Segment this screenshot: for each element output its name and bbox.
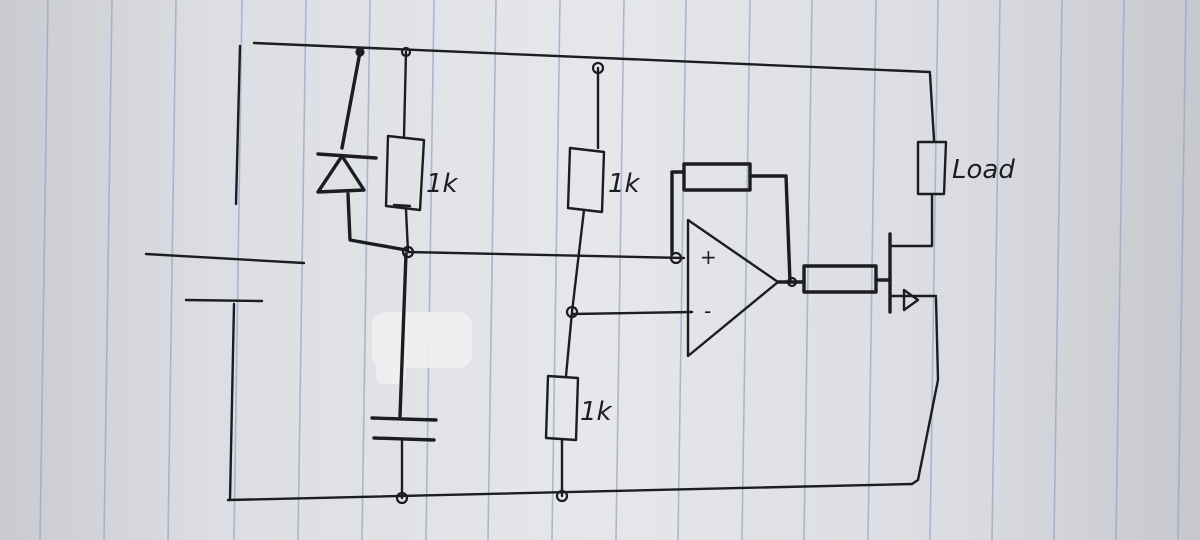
divider-mid-wire: [564, 208, 586, 378]
notebook-rules: [39, 0, 1187, 540]
junction-top-divider: [591, 61, 605, 75]
diode-branch: [316, 50, 408, 252]
junction-top-left: [355, 47, 365, 57]
r1-marking: [392, 203, 412, 208]
r3-resistor: [544, 374, 580, 442]
junction-bottom-divider: [555, 489, 569, 503]
load-block: [916, 140, 948, 196]
opamp-symbol: [686, 218, 780, 358]
load-top-wire: [928, 72, 936, 142]
opamp-plus-label: +: [700, 245, 717, 269]
top-rail-wire: [252, 41, 932, 74]
inverting-input-wire: [570, 310, 694, 316]
whiteout-smudge: [372, 312, 472, 384]
r3-label: 1k: [580, 397, 613, 427]
left-vertical-wire: [228, 44, 242, 502]
junction-divider-mid: [565, 305, 579, 319]
r1-label: 1k: [426, 169, 459, 199]
junction-output: [786, 276, 798, 288]
r1-lower-wire: [404, 208, 410, 254]
junction-dots: [355, 46, 798, 505]
mosfet-symbol: [888, 192, 938, 314]
capacitor-symbol: [370, 416, 438, 442]
junction-plus-input: [669, 251, 683, 265]
r1-resistor: [384, 134, 426, 212]
capacitor-branch-wire: [398, 252, 408, 418]
r2-label: 1k: [608, 169, 641, 199]
feedback-resistor-branch: [670, 162, 792, 284]
gate-resistor: [802, 264, 878, 294]
bottom-rail-wire: [226, 482, 914, 502]
load-label: Load: [952, 155, 1015, 185]
noninverting-input-wire: [406, 250, 686, 260]
opamp-minus-label: -: [704, 299, 711, 323]
junction-bottom-left: [395, 491, 409, 505]
battery-symbol: [144, 252, 306, 303]
junction-top-r1: [400, 46, 412, 58]
r1-top-wire: [402, 50, 408, 138]
r2-resistor: [566, 146, 606, 214]
junction-mid-left: [401, 245, 415, 259]
mosfet-source-wire: [910, 296, 940, 486]
